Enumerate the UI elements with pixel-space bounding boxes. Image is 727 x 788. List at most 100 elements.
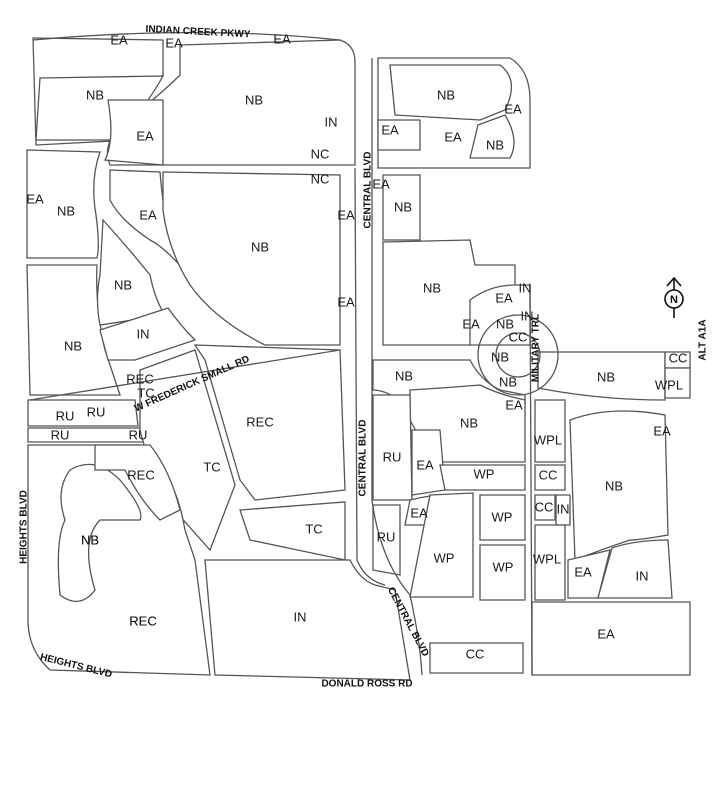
parcel-east-nb-mid bbox=[382, 174, 421, 241]
zone-label: EA bbox=[416, 457, 434, 472]
parcel-sw-rec-small bbox=[94, 444, 181, 521]
zone-label: RU bbox=[56, 408, 75, 423]
north-arrow-label: N bbox=[670, 294, 678, 306]
zone-label: IN bbox=[519, 280, 532, 295]
street-label-heights-blvd-vertical: HEIGHTS BLVD bbox=[19, 490, 30, 564]
parcel-sw-nb bbox=[57, 463, 142, 602]
zone-label: WPL bbox=[534, 432, 562, 447]
zone-label: EA bbox=[504, 101, 522, 116]
zone-label: WPL bbox=[655, 377, 683, 392]
street-label-military-trl: MILITARY TRL bbox=[531, 314, 542, 382]
zone-label: NB bbox=[245, 92, 263, 107]
zone-label: IN bbox=[325, 114, 338, 129]
zone-label: RU bbox=[51, 427, 70, 442]
roundabout-inner bbox=[495, 332, 541, 378]
parcel-fe-wpl-low bbox=[534, 524, 566, 601]
zone-label: NB bbox=[57, 203, 75, 218]
zone-label: WP bbox=[434, 550, 455, 565]
zone-label: CC bbox=[509, 329, 528, 344]
zone-label: EA bbox=[574, 564, 592, 579]
street-label-central-blvd-mid: CENTRAL BLVD bbox=[358, 420, 369, 497]
street-label-central-blvd-north: CENTRAL BLVD bbox=[363, 152, 374, 229]
zone-label: NB bbox=[437, 87, 455, 102]
roundabout-outer bbox=[477, 314, 559, 396]
zone-label: NB bbox=[394, 199, 412, 214]
north-arrow-head bbox=[666, 276, 682, 287]
parcel-fe-wpl-top bbox=[664, 367, 691, 399]
parcel-east-ru2 bbox=[372, 504, 401, 576]
parcel-fe-nb-large bbox=[569, 410, 669, 561]
zone-label: EA bbox=[372, 176, 390, 191]
parcel-fe-cc-small bbox=[534, 494, 556, 521]
zone-label: TC bbox=[203, 459, 220, 474]
zone-label: EA bbox=[462, 316, 480, 331]
zone-label: NB bbox=[597, 369, 615, 384]
parcel-mid-in bbox=[99, 307, 197, 361]
zone-label: TC bbox=[305, 521, 322, 536]
zone-label: REC bbox=[129, 613, 156, 628]
parcel-ne-nb-inner bbox=[389, 64, 512, 121]
parcel-fe-in-small bbox=[555, 494, 571, 526]
zone-label: EA bbox=[165, 35, 183, 50]
frederick-small-edge bbox=[29, 349, 341, 401]
zone-label: REC bbox=[126, 371, 153, 386]
zone-label: EA bbox=[381, 122, 399, 137]
zone-label: RU bbox=[129, 427, 148, 442]
zone-label: REC bbox=[129, 613, 156, 628]
zone-label: NB bbox=[496, 316, 514, 331]
parcel-west-nb-upper bbox=[26, 149, 101, 259]
parcel-ne-ea bbox=[377, 119, 421, 151]
military-trl-edge bbox=[529, 284, 533, 676]
zone-label: IN bbox=[521, 308, 534, 323]
zone-label: NC bbox=[311, 146, 330, 161]
zone-label: EA bbox=[110, 32, 128, 47]
parcel-fe-nb-top bbox=[537, 351, 666, 401]
parcel-south-in bbox=[204, 559, 411, 681]
zone-label: IN bbox=[636, 568, 649, 583]
zone-label: TC bbox=[137, 385, 154, 400]
zone-label: NB bbox=[486, 137, 504, 152]
street-label-donald-ross: DONALD ROSS RD bbox=[321, 679, 412, 690]
parcel-fe-wpl bbox=[534, 399, 566, 463]
indian-creek-edge bbox=[32, 31, 341, 41]
zone-label: IN bbox=[137, 326, 150, 341]
zone-label: EA bbox=[653, 423, 671, 438]
zone-label: EA bbox=[136, 128, 154, 143]
zone-label: NB bbox=[395, 368, 413, 383]
zone-label: REC bbox=[127, 467, 154, 482]
zone-label: NC bbox=[311, 171, 330, 186]
zone-label: RU bbox=[377, 529, 396, 544]
zone-label: EA bbox=[26, 191, 44, 206]
zone-label: NB bbox=[491, 349, 509, 364]
zone-labels: EA EA EA NB NB IN EA NC NC NB EA EA NB E… bbox=[26, 31, 687, 661]
street-label-alt-a1a: ALT A1A bbox=[698, 319, 709, 360]
zone-label: NB bbox=[605, 478, 623, 493]
parcel-center-tc2 bbox=[239, 501, 346, 561]
parcel-east-wp-1 bbox=[479, 494, 526, 541]
parcel-north-ea-left bbox=[103, 99, 164, 166]
zone-label: EA bbox=[410, 505, 428, 520]
zone-label: NB bbox=[460, 415, 478, 430]
parcel-se-cc bbox=[429, 642, 524, 674]
parcel-north-main bbox=[106, 39, 356, 166]
parcel-fe-cc-mid bbox=[534, 464, 566, 491]
street-label-indian-creek: INDIAN CREEK PKWY bbox=[145, 24, 251, 40]
zone-label: EA bbox=[597, 626, 615, 641]
parcel-east-wp-row bbox=[439, 464, 526, 491]
zone-label: NB bbox=[64, 338, 82, 353]
zone-label: CC bbox=[669, 350, 688, 365]
zone-label: EA bbox=[495, 290, 513, 305]
zone-label: RU bbox=[383, 449, 402, 464]
parcel-fe-in-low bbox=[597, 539, 673, 599]
zone-label: WPL bbox=[533, 551, 561, 566]
parcel-east-ru bbox=[372, 394, 413, 501]
zone-label: CC bbox=[535, 499, 554, 514]
zone-label: IN bbox=[294, 609, 307, 624]
zone-label: NB bbox=[86, 87, 104, 102]
zone-label: IN bbox=[557, 501, 570, 516]
zone-label: WP bbox=[493, 559, 514, 574]
zone-label: WP bbox=[492, 509, 513, 524]
parcel-ne-nb-right bbox=[469, 114, 515, 159]
